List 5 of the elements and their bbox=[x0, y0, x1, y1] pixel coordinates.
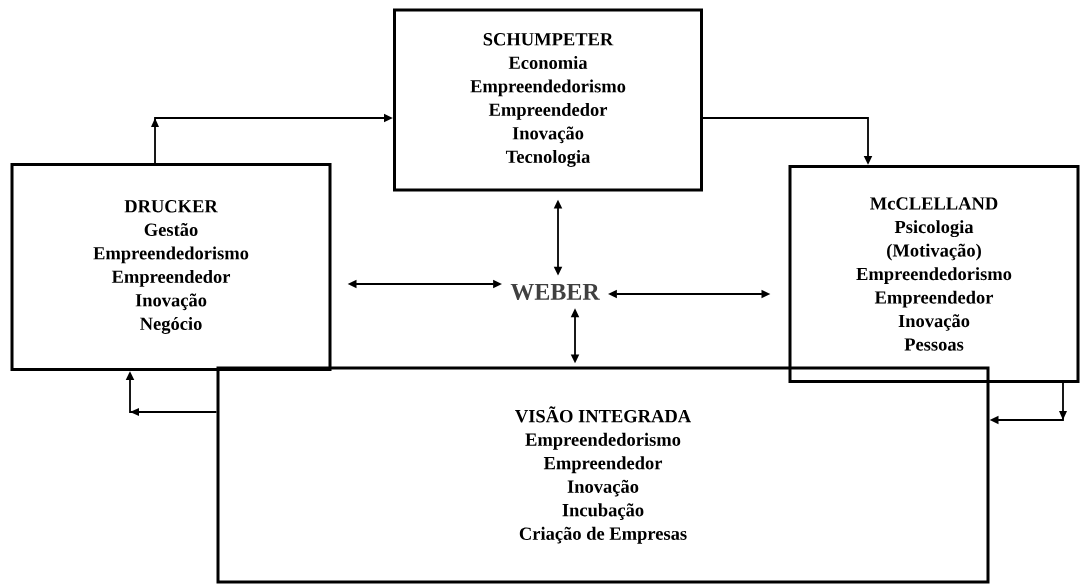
center-label: WEBER bbox=[510, 283, 600, 300]
concept-box: DRUCKER Gestão Empreendedorismo Empreendedor Inovação Negócio bbox=[10, 163, 332, 371]
concept-box: VISÃO INTEGRADA Empreendedorismo Empreendedor Inovação Incubação Criação de Empresas bbox=[216, 366, 990, 584]
concept-box: SCHUMPETER Economia Empreendedorismo Empreendedor Inovação Tecnologia bbox=[393, 8, 703, 192]
concept-box: McCLELLAND Psicologia (Motivação) Empreendedorismo Empreendedor Inovação Pessoas bbox=[788, 165, 1080, 383]
